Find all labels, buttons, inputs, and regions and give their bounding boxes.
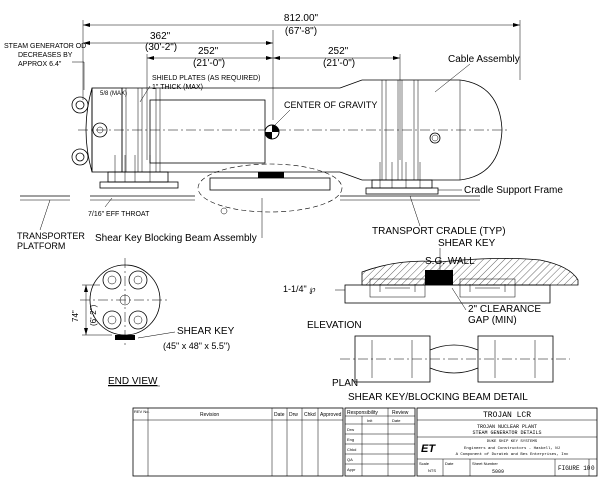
date-header: Date <box>274 412 285 418</box>
dim-252a-ft-text: (21'-0") <box>193 58 225 69</box>
elevation-title: ELEVATION <box>307 320 362 331</box>
plan-detail: PLAN SHEAR KEY/BLOCKING BEAM DETAIL <box>332 335 570 403</box>
cradle-support-text: Cradle Support Frame <box>464 185 563 196</box>
company-line2: A Component of Duratek and Bes Enterpris… <box>456 452 569 457</box>
resp-row-drw: Drw <box>347 427 354 432</box>
dim-252b-ft-text: (21'-0") <box>323 58 355 69</box>
resp-row-chkd: Chkd <box>347 447 356 452</box>
shield-note: SHIELD PLATES (AS REQUIRED) 1" THICK (MA… <box>139 75 260 103</box>
shear-key-beam <box>197 163 343 215</box>
sg-wall-text: S.G. WALL <box>425 256 475 267</box>
transport-cradle-text: TRANSPORT CRADLE (TYP) <box>372 226 506 237</box>
shield-note-line2: 1" THICK (MAX) <box>152 84 203 91</box>
shield-note-line1: SHIELD PLATES (AS REQUIRED) <box>152 75 260 82</box>
resp-row-eng: Eng <box>347 437 354 442</box>
overall-dimension: 812.00" (67'-8") <box>82 13 521 100</box>
date-label: Date <box>445 461 454 466</box>
revision-block: REV No. Revision Date Drw Chkd Approved <box>132 407 344 477</box>
dim-252b-text: 252" <box>328 46 349 57</box>
end-shear-size-text: (45" x 48" x 5.5") <box>163 341 230 351</box>
five-eighths-text: 5/8 (MAX) <box>100 91 127 97</box>
sheet-value: 5009 <box>492 469 504 475</box>
company-line1: Engineers and Constructors - Haskell, NJ <box>464 446 560 451</box>
transport-cradle-label: TRANSPORT CRADLE (TYP) <box>372 195 506 237</box>
right-cradle <box>365 162 439 195</box>
dim-362-ft-text: (30'-2") <box>145 42 177 53</box>
dim-252a-text: 252" <box>198 46 219 57</box>
title-line1: TROJAN NUCLEAR PLANT <box>477 424 537 430</box>
approved-header: Approved <box>320 412 342 418</box>
shear-beam-label: Shear Key Blocking Beam Assembly <box>95 198 263 244</box>
responsibility-header: Responsibility <box>347 410 378 416</box>
throat-text: 7/16" EFF THROAT <box>88 211 150 218</box>
elevation-detail: SHEAR KEY S.G. WALL 1-1/4" ℘ 2" CLEARANC… <box>283 238 579 331</box>
detail-title: SHEAR KEY/BLOCKING BEAM DETAIL <box>348 392 528 403</box>
end-shear-key-text: SHEAR KEY <box>177 326 235 337</box>
revision-header: Revision <box>200 412 219 418</box>
transporter-label: TRANSPORTER PLATFORM <box>17 199 85 251</box>
title-block: TROJAN LCR TROJAN NUCLEAR PLANT STEAM GE… <box>416 407 598 477</box>
shear-beam-text: Shear Key Blocking Beam Assembly <box>95 233 257 244</box>
review-header: Review <box>392 410 409 416</box>
responsibility-block: Responsibility Review Init Date Drw Eng … <box>344 407 416 477</box>
transporter-line1: TRANSPORTER <box>17 231 85 241</box>
five-eighths-note: 5/8 (MAX) <box>100 91 127 97</box>
scale-value: NTS <box>428 468 436 473</box>
clearance-line1: 2" CLEARANCE <box>468 304 541 315</box>
steam-generator-body <box>78 79 510 181</box>
rev-no-header: REV No. <box>134 409 150 414</box>
resp-row-qa: QA <box>347 457 353 462</box>
scale-label: Scale <box>419 461 430 466</box>
primary-nozzles <box>71 96 108 166</box>
sheet-label: Sheet Number <box>472 461 498 466</box>
od-note-line3: APPROX 6.4" <box>18 61 62 68</box>
plan-title: PLAN <box>332 378 358 389</box>
resp-row-appr: Appr <box>347 467 356 472</box>
cog-label: CENTER OF GRAVITY <box>284 100 377 110</box>
chkd-header: Chkd <box>304 412 316 418</box>
date-sub-header: Date <box>392 418 401 423</box>
rev-number: 0 <box>591 465 595 472</box>
figure-number: FIGURE 10 <box>558 465 591 472</box>
company-logo: ET <box>421 443 436 455</box>
dim-74-text: 74" <box>71 310 80 322</box>
title-line2: STEAM GENERATOR DETAILS <box>472 430 541 436</box>
dimension-362: 362" (30'-2") <box>83 31 273 53</box>
company-small: DUKE SHIP KEY SYSTEMS <box>487 440 538 444</box>
project-title: TROJAN LCR <box>483 411 531 420</box>
cable-assembly-label: Cable Assembly <box>434 54 520 93</box>
dim-362-text: 362" <box>150 31 171 42</box>
drw-header: Drw <box>289 412 298 418</box>
cable-bands <box>121 80 419 180</box>
od-note-line2: DECREASES BY <box>18 52 73 59</box>
end-view-title: END VIEW <box>108 376 158 387</box>
dimension-252-right: 252" (21'-0") <box>273 46 401 160</box>
init-header: Init <box>367 418 373 423</box>
left-cradle <box>99 155 179 189</box>
dim-74-ft-text: (6'-2") <box>89 304 98 326</box>
center-of-gravity: CENTER OF GRAVITY <box>264 100 377 140</box>
od-note: STEAM GENERATOR OD DECREASES BY APPROX 6… <box>4 43 86 90</box>
overall-dim-text: 812.00" <box>284 13 319 24</box>
dimension-252-left: 252" (21'-0") <box>146 30 274 160</box>
clearance-line2: GAP (MIN) <box>468 315 517 326</box>
shear-key-top-text: SHEAR KEY <box>438 238 496 249</box>
transporter-line2: PLATFORM <box>17 241 65 251</box>
throat-label: 7/16" EFF THROAT <box>88 197 150 218</box>
cable-assembly-text: Cable Assembly <box>448 54 520 65</box>
cradle-support-label: Cradle Support Frame <box>438 185 563 196</box>
end-view: 74" (6'-2") SHEAR KEY (45" x 48" x 5.5")… <box>71 258 235 387</box>
od-note-line1: STEAM GENERATOR OD <box>4 43 86 50</box>
overall-dim-ft-text: (67'-8") <box>285 26 317 37</box>
rod-text: 1-1/4" ℘ <box>283 284 315 294</box>
